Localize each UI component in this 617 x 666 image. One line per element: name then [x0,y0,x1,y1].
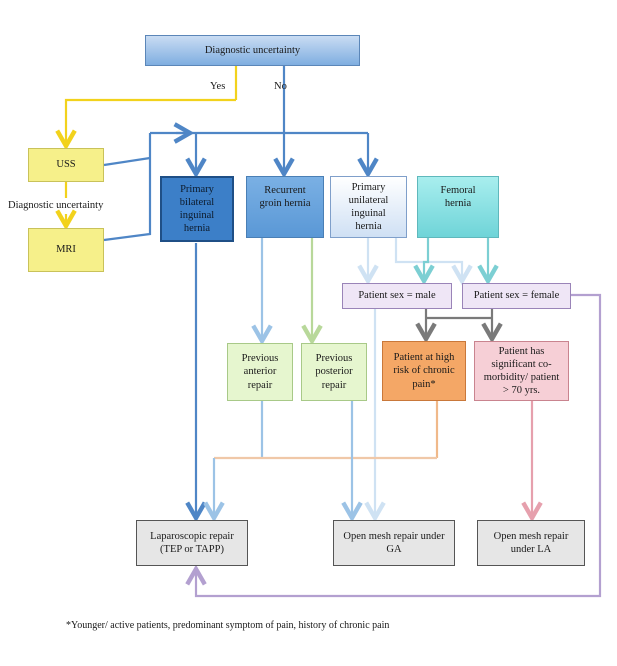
diagnostic-uncertainty-node: Diagnostic uncertainty [145,35,360,66]
uss-node: USS [28,148,104,182]
no-label: No [274,81,287,92]
high-risk-node: Patient at high risk of chronic pain* [382,341,466,401]
previous-posterior-node: Previous posterior repair [301,343,367,401]
femoral-hernia-node: Femoral hernia [417,176,499,238]
open-mesh-la-node: Open mesh repair under LA [477,520,585,566]
uss-to-row-line [103,156,151,167]
mri-to-row-line [103,133,152,242]
open-mesh-ga-node: Open mesh repair under GA [333,520,455,566]
footnote: *Younger/ active patients, predominant s… [66,620,390,631]
yes-label: Yes [210,81,226,92]
femoral-to-male-arrow [424,238,428,281]
yes-to-uss-arrow [66,98,236,146]
primary-unilateral-node: Primary unilateral inguinal hernia [330,176,407,238]
primary-bilateral-node: Primary bilateral inguinal hernia [160,176,234,242]
laparoscopic-repair-node: Laparoscopic repair (TEP or TAPP) [136,520,248,566]
diagnostic-uncertainty-side-label: Diagnostic uncertainty [8,200,104,211]
patient-male-node: Patient sex = male [342,283,452,309]
comorbidity-node: Patient has significant co- morbidity/ p… [474,341,569,401]
female-loop-arrow [196,293,602,598]
patient-female-node: Patient sex = female [462,283,571,309]
previous-anterior-node: Previous anterior repair [227,343,293,401]
mri-node: MRI [28,228,104,272]
recurrent-groin-node: Recurrent groin hernia [246,176,324,238]
